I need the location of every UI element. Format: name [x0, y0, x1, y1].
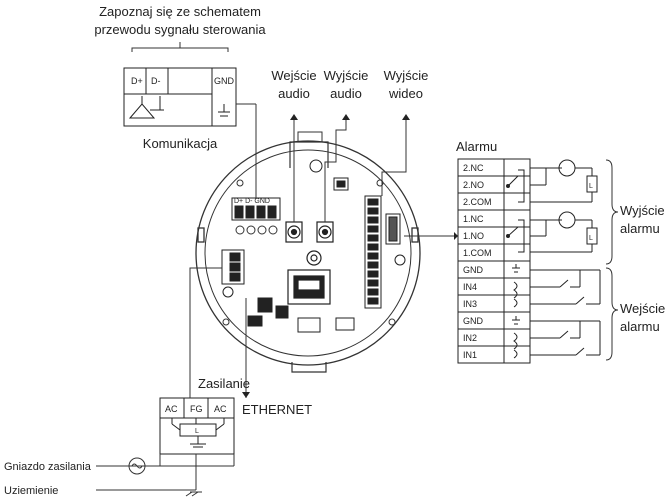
alarm-table — [457, 158, 531, 364]
power-terminal-block — [221, 249, 245, 298]
board-capacitors — [235, 225, 278, 235]
comm-terminal-block: D+ D- GND — [231, 197, 281, 221]
alarm-terminal-label: IN3 — [463, 299, 477, 309]
video-out-label-line1: Wyjście — [383, 68, 429, 83]
ethernet-label: ETHERNET — [242, 402, 313, 417]
alarm-terminal-label: 1.NO — [463, 231, 484, 241]
audio-out-jack — [316, 221, 334, 243]
comm-leaders — [131, 42, 257, 198]
ethernet-port — [287, 250, 331, 305]
power-pin-ac2: AC — [214, 404, 227, 414]
audio-video-leaders — [293, 118, 407, 222]
alarm-terminal-label: 2.NC — [463, 163, 484, 173]
power-leaders — [96, 267, 235, 497]
communication-label: Komunikacja — [142, 136, 218, 151]
audio-in-label-line1: Wejście — [271, 68, 317, 83]
mount-holes — [222, 179, 396, 326]
comm-connector-diagram — [123, 67, 237, 127]
alarm-in-label-line2: alarmu — [620, 319, 660, 334]
alarm-terminal-column — [364, 195, 382, 309]
alarm-input-switches — [530, 269, 601, 356]
alarm-terminal-label: 1.COM — [463, 248, 492, 258]
alarm-terminal-label: 2.COM — [463, 197, 492, 207]
schematic-note-line1: Zapoznaj się ze schematem — [99, 4, 261, 19]
alarm-terminal-label: 1.NC — [463, 214, 484, 224]
alarm-out-label-line1: Wyjście — [620, 203, 665, 218]
input-circuits — [512, 264, 520, 359]
power-pin-ac1: AC — [165, 404, 178, 414]
ground-label: Uziemienie — [4, 485, 59, 497]
camera-housing — [195, 131, 421, 373]
svg-text:D+ D- GND: D+ D- GND — [234, 198, 270, 205]
power-socket-label: Gniazdo zasilania — [4, 461, 91, 473]
alarm-output-circuits — [530, 159, 598, 253]
relay-contacts — [506, 169, 525, 253]
alarm-out-label-line2: alarmu — [620, 221, 660, 236]
board-header — [385, 213, 406, 266]
alarm-terminal-label: IN1 — [463, 350, 477, 360]
video-out-connector — [309, 159, 349, 191]
comm-pin-gnd: GND — [214, 76, 235, 86]
schematic-note-line2: przewodu sygnału sterowania — [94, 22, 266, 37]
video-out-label-line2: wideo — [389, 86, 423, 101]
alarm-terminal-label: GND — [463, 316, 484, 326]
alarm-terminal-label: 2.NO — [463, 180, 484, 190]
audio-in-jack — [285, 221, 303, 243]
power-connector-diagram — [159, 397, 235, 455]
power-pin-fg: FG — [190, 404, 203, 414]
power-label: Zasilanie — [198, 376, 251, 391]
alarm-terminal-label: GND — [463, 265, 484, 275]
alarm-terminal-labels: 2.NC 2.NO 2.COM 1.NC 1.NO 1.COM GND IN4 … — [463, 163, 492, 360]
group-braces — [605, 159, 619, 361]
alarm-terminal-label: IN4 — [463, 282, 477, 292]
audio-out-label-line1: Wyjście — [323, 68, 369, 83]
alarm-label: Alarmu — [456, 139, 498, 154]
audio-in-label-line2: audio — [278, 86, 310, 101]
alarm-terminal-label: IN2 — [463, 333, 477, 343]
power-inner-label: L — [195, 428, 199, 435]
board-chips — [247, 297, 355, 333]
relay-load-label-2: L — [589, 235, 593, 242]
alarm-in-label-line1: Wejście — [620, 301, 666, 316]
alarm-leader — [404, 232, 458, 240]
relay-load-label-1: L — [589, 183, 593, 190]
audio-out-label-line2: audio — [330, 86, 362, 101]
leader-arrows — [290, 114, 410, 120]
ethernet-leader — [242, 298, 250, 398]
comm-pin-dplus: D+ — [131, 76, 143, 86]
comm-pin-dminus: D- — [151, 76, 161, 86]
